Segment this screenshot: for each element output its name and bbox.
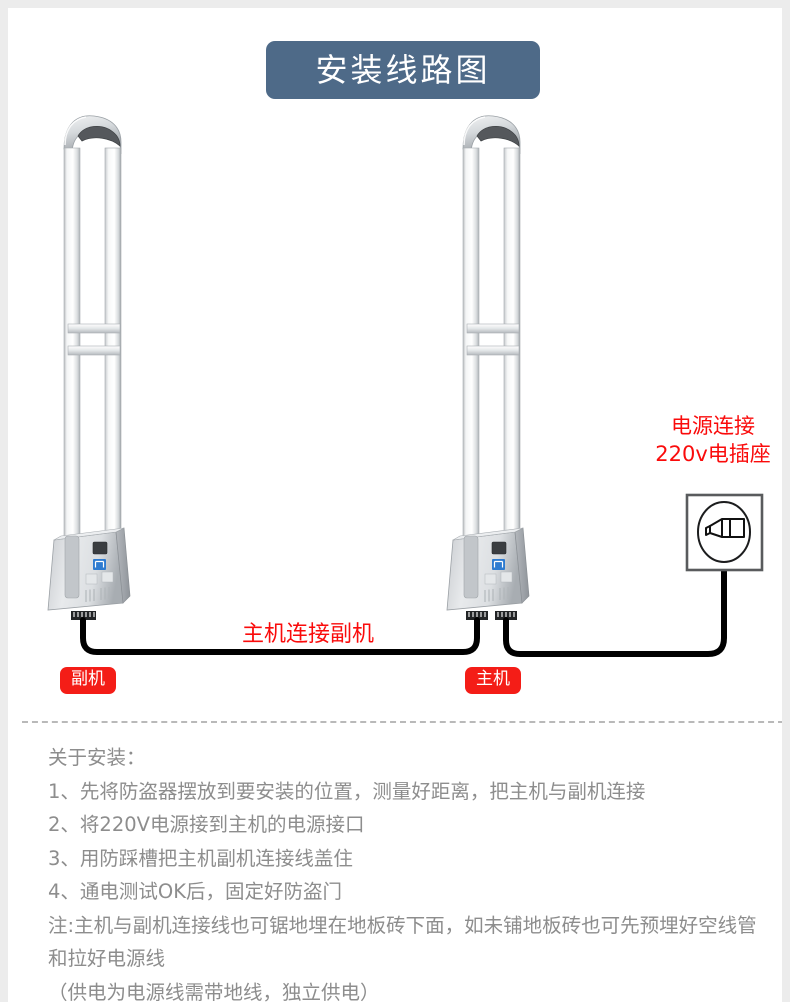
diagram-canvas — [8, 8, 782, 708]
diagram-svg — [47, 115, 764, 657]
instructions-heading: 关于安装： — [48, 746, 146, 769]
slave-cable-connector — [71, 611, 96, 620]
instruction-step-4: 4、通电测试OK后，固定好防盗门 — [48, 880, 343, 904]
section-divider — [22, 721, 782, 723]
slave-gate-top-cap — [63, 115, 122, 155]
page-title-banner: 安装线路图 — [266, 41, 540, 99]
instruction-footnote: （供电为电源线需带地线，独立供电） — [48, 980, 380, 1002]
master-top-sensor-window — [476, 126, 520, 147]
slave-top-sensor-window — [77, 126, 121, 147]
page-title: 安装线路图 — [315, 51, 491, 89]
wall-socket — [685, 493, 764, 572]
master-pedestal — [446, 527, 530, 611]
master-unit-badge: 主机 — [465, 667, 521, 694]
slave-crossbars — [67, 323, 121, 356]
slave-vent-grille — [85, 587, 110, 602]
link-cable-annotation: 主机连接副机 — [241, 622, 374, 647]
instruction-step-2: 2、将220V电源接到主机的电源接口 — [48, 813, 365, 837]
master-link-connector — [466, 611, 488, 620]
slave-status-display — [92, 541, 108, 555]
master-gate-unit — [446, 115, 530, 620]
master-crossbars — [466, 323, 520, 356]
power-connection-annotation: 电源连接 220v电插座 — [638, 412, 782, 469]
slave-gate-unit — [47, 115, 131, 620]
master-post-left — [462, 147, 480, 589]
installation-instructions: 关于安装： 1、先将防盗器摆放到要安装的位置，测量好距离，把主机与副机连接 2、… — [48, 741, 764, 1002]
slave-unit-badge: 副机 — [60, 667, 116, 694]
master-gate-top-cap — [462, 115, 521, 155]
master-post-right — [503, 147, 521, 589]
slave-post-right — [104, 147, 122, 589]
instruction-step-3: 3、用防踩槽把主机副机连接线盖住 — [48, 846, 353, 870]
master-to-slave-cable — [80, 617, 480, 655]
power-plug-icon — [705, 518, 745, 538]
power-cable — [503, 553, 727, 657]
slave-pedestal — [47, 527, 131, 611]
instruction-step-1: 1、先将防盗器摆放到要安装的位置，测量好距离，把主机与副机连接 — [48, 779, 646, 803]
master-power-connector — [495, 611, 517, 620]
power-annotation-line-1: 电源连接 — [671, 414, 755, 438]
power-annotation-line-2: 220v电插座 — [655, 442, 771, 467]
slave-post-left — [63, 147, 81, 589]
master-vent-grille — [484, 587, 509, 602]
instruction-note: 注:主机与副机连接线也可锯地埋在地板砖下面，如未铺地板砖也可先预埋好空线管和拉好… — [48, 913, 757, 971]
master-status-display — [491, 541, 507, 555]
